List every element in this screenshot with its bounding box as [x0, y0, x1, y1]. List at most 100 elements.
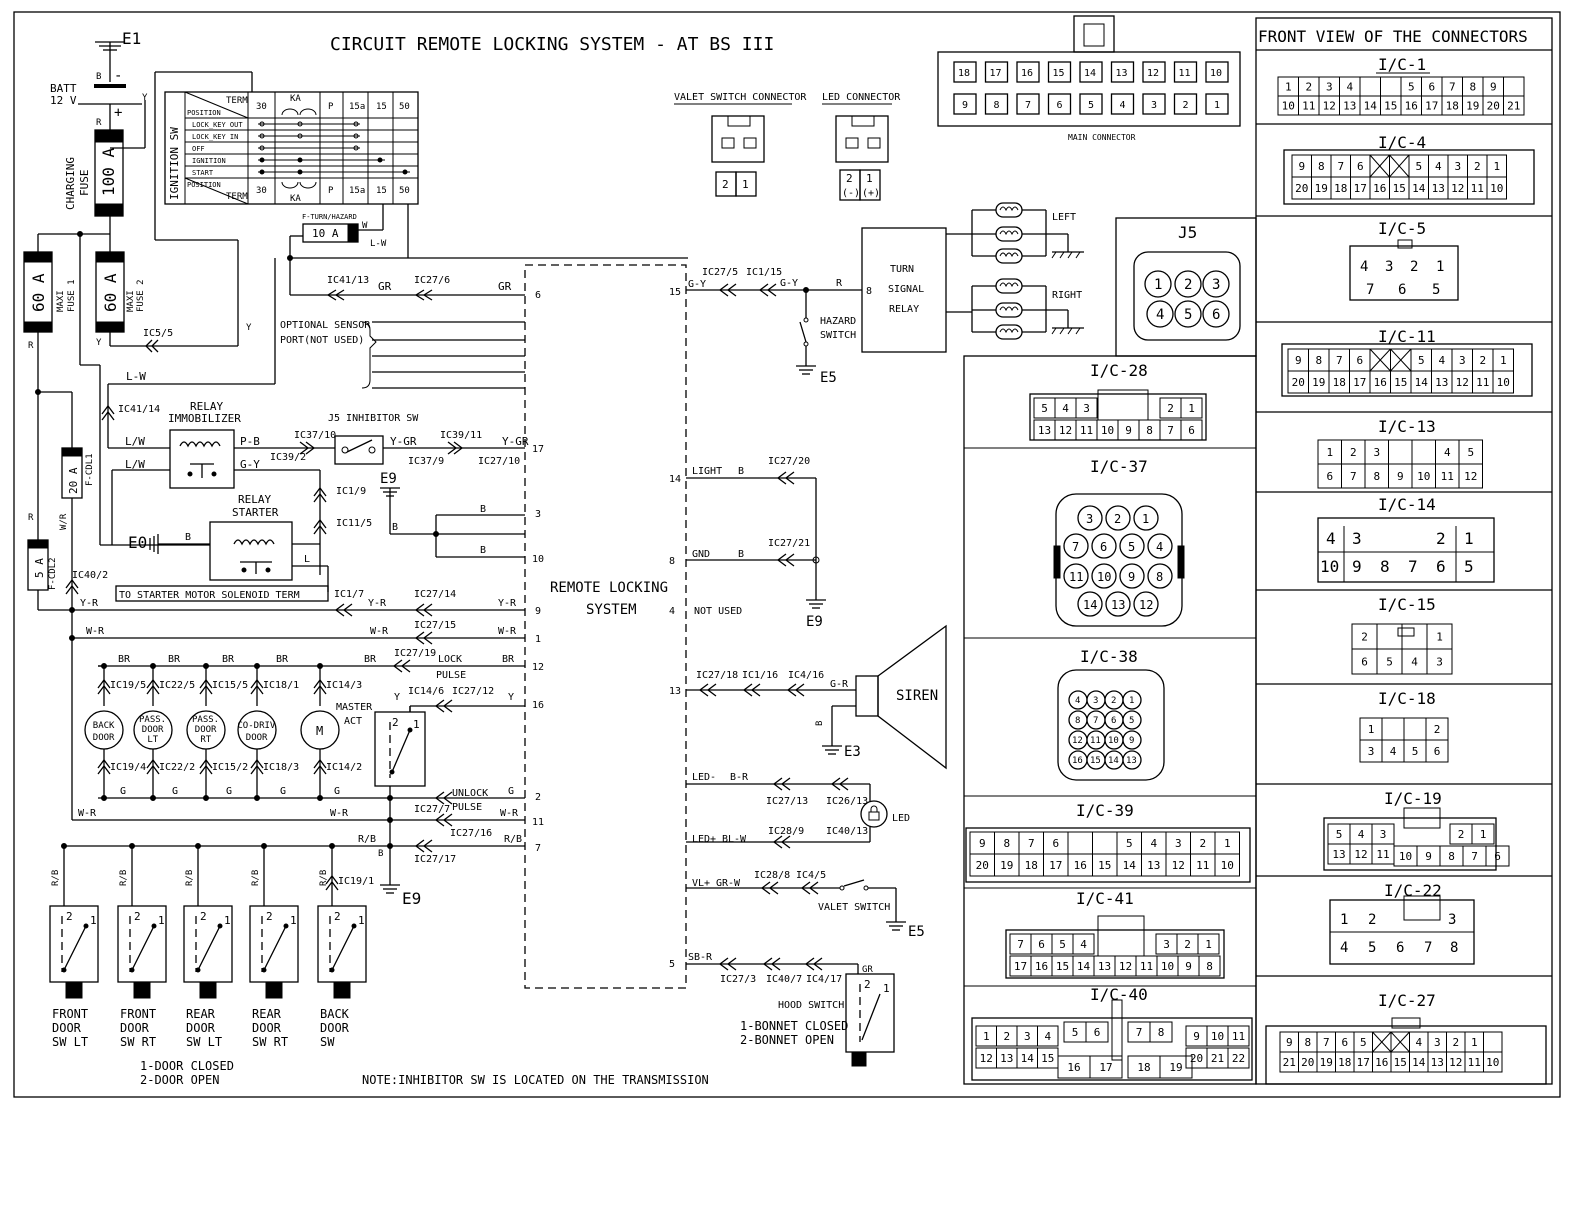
svg-text:IC15/5: IC15/5 — [212, 680, 248, 691]
svg-text:13: 13 — [1435, 376, 1448, 389]
svg-text:8: 8 — [1373, 470, 1380, 483]
svg-text:4: 4 — [1390, 745, 1397, 758]
svg-text:IC27/14: IC27/14 — [414, 589, 456, 600]
svg-text:5: 5 — [1128, 540, 1135, 554]
svg-text:15: 15 — [1056, 960, 1069, 973]
svg-text:30: 30 — [256, 102, 267, 112]
master-act-switch: MASTER ACT 2 1 — [336, 702, 426, 787]
svg-text:11: 11 — [1140, 960, 1153, 973]
svg-text:GR: GR — [498, 280, 512, 293]
svg-text:1: 1 — [1205, 938, 1212, 951]
svg-text:14: 14 — [1364, 100, 1378, 113]
svg-text:20: 20 — [976, 859, 989, 872]
svg-text:B: B — [815, 721, 825, 726]
svg-text:I/C-37: I/C-37 — [1090, 457, 1148, 476]
svg-text:13: 13 — [1000, 1052, 1013, 1065]
svg-text:3: 3 — [535, 509, 541, 520]
svg-text:5: 5 — [669, 959, 675, 970]
svg-text:Y-R: Y-R — [80, 598, 99, 609]
svg-text:13: 13 — [1116, 68, 1128, 79]
svg-text:11: 11 — [1441, 470, 1454, 483]
svg-text:W-R: W-R — [370, 626, 389, 637]
svg-text:E9: E9 — [380, 471, 397, 487]
svg-text:IC27/16: IC27/16 — [450, 828, 492, 839]
svg-text:10: 10 — [1497, 376, 1510, 389]
svg-text:REAR: REAR — [252, 1007, 282, 1021]
svg-text:P: P — [328, 186, 334, 196]
svg-text:13: 13 — [1432, 182, 1445, 195]
svg-text:7: 7 — [1025, 100, 1031, 111]
svg-text:J5: J5 — [1178, 223, 1197, 242]
svg-text:18: 18 — [1338, 1056, 1351, 1069]
svg-text:RELAY: RELAY — [190, 400, 223, 413]
svg-text:1: 1 — [1142, 512, 1149, 526]
svg-text:W-R: W-R — [86, 626, 105, 637]
svg-text:1: 1 — [1129, 696, 1134, 706]
svg-text:9: 9 — [1425, 850, 1432, 863]
led-indicator: LED — [860, 800, 910, 828]
svg-text:FUSE 2: FUSE 2 — [136, 279, 146, 312]
svg-text:3: 3 — [1448, 912, 1456, 928]
svg-text:8: 8 — [1448, 850, 1455, 863]
svg-text:IC4/5: IC4/5 — [796, 870, 826, 881]
svg-text:6: 6 — [1188, 424, 1195, 437]
svg-text:14: 14 — [669, 474, 681, 485]
svg-text:R/B: R/B — [251, 870, 261, 886]
svg-text:11: 11 — [1468, 1056, 1481, 1069]
svg-text:1: 1 — [413, 718, 420, 731]
svg-text:12: 12 — [1072, 736, 1083, 746]
svg-text:12: 12 — [1456, 376, 1469, 389]
svg-text:P: P — [328, 102, 334, 112]
svg-text:IGNITION: IGNITION — [192, 157, 226, 165]
svg-text:P-B: P-B — [240, 435, 260, 448]
svg-text:B: B — [480, 545, 486, 556]
valet-switch: VALET SWITCH — [818, 879, 890, 913]
svg-text:7: 7 — [1350, 470, 1357, 483]
svg-text:5: 5 — [1412, 745, 1419, 758]
svg-text:FRONT VIEW OF THE CONNECTORS: FRONT VIEW OF THE CONNECTORS — [1258, 27, 1528, 46]
svg-text:STARTER: STARTER — [232, 506, 279, 519]
svg-text:13: 13 — [1332, 848, 1345, 861]
svg-text:13: 13 — [1147, 859, 1160, 872]
svg-text:(-): (-) — [842, 188, 860, 199]
svg-text:KA: KA — [290, 94, 301, 104]
svg-text:18: 18 — [1137, 1061, 1150, 1074]
svg-text:1: 1 — [983, 1030, 990, 1043]
svg-text:8: 8 — [1003, 837, 1010, 850]
svg-text:G-Y: G-Y — [688, 279, 706, 290]
svg-text:9: 9 — [1295, 354, 1302, 367]
svg-text:Y-R: Y-R — [368, 598, 387, 609]
svg-text:IC27/21: IC27/21 — [768, 538, 810, 549]
svg-text:3: 3 — [1212, 277, 1220, 293]
svg-text:OFF: OFF — [192, 145, 205, 153]
svg-text:14: 14 — [1123, 859, 1137, 872]
svg-text:2: 2 — [1114, 512, 1121, 526]
svg-text:1: 1 — [1480, 828, 1487, 841]
svg-text:L: L — [304, 554, 310, 565]
svg-text:3: 3 — [1024, 1030, 1031, 1043]
svg-text:17: 17 — [1353, 376, 1366, 389]
svg-text:I/C-14: I/C-14 — [1378, 495, 1436, 514]
svg-text:B: B — [392, 522, 398, 533]
svg-text:10 A: 10 A — [312, 227, 339, 240]
svg-text:SB-R: SB-R — [688, 952, 713, 963]
svg-text:5: 5 — [1088, 100, 1094, 111]
svg-text:17: 17 — [532, 444, 544, 455]
svg-text:3: 3 — [1380, 828, 1387, 841]
svg-text:UNLOCK: UNLOCK — [452, 788, 488, 799]
svg-text:RT: RT — [200, 735, 211, 745]
svg-text:2: 2 — [1436, 529, 1446, 548]
svg-text:12: 12 — [1464, 470, 1477, 483]
svg-text:IC27/6: IC27/6 — [414, 275, 450, 286]
svg-text:16: 16 — [532, 700, 544, 711]
svg-text:9: 9 — [1490, 81, 1497, 94]
svg-text:2: 2 — [66, 910, 73, 923]
relay-immobilizer: RELAY IMMOBILIZER — [168, 400, 241, 489]
